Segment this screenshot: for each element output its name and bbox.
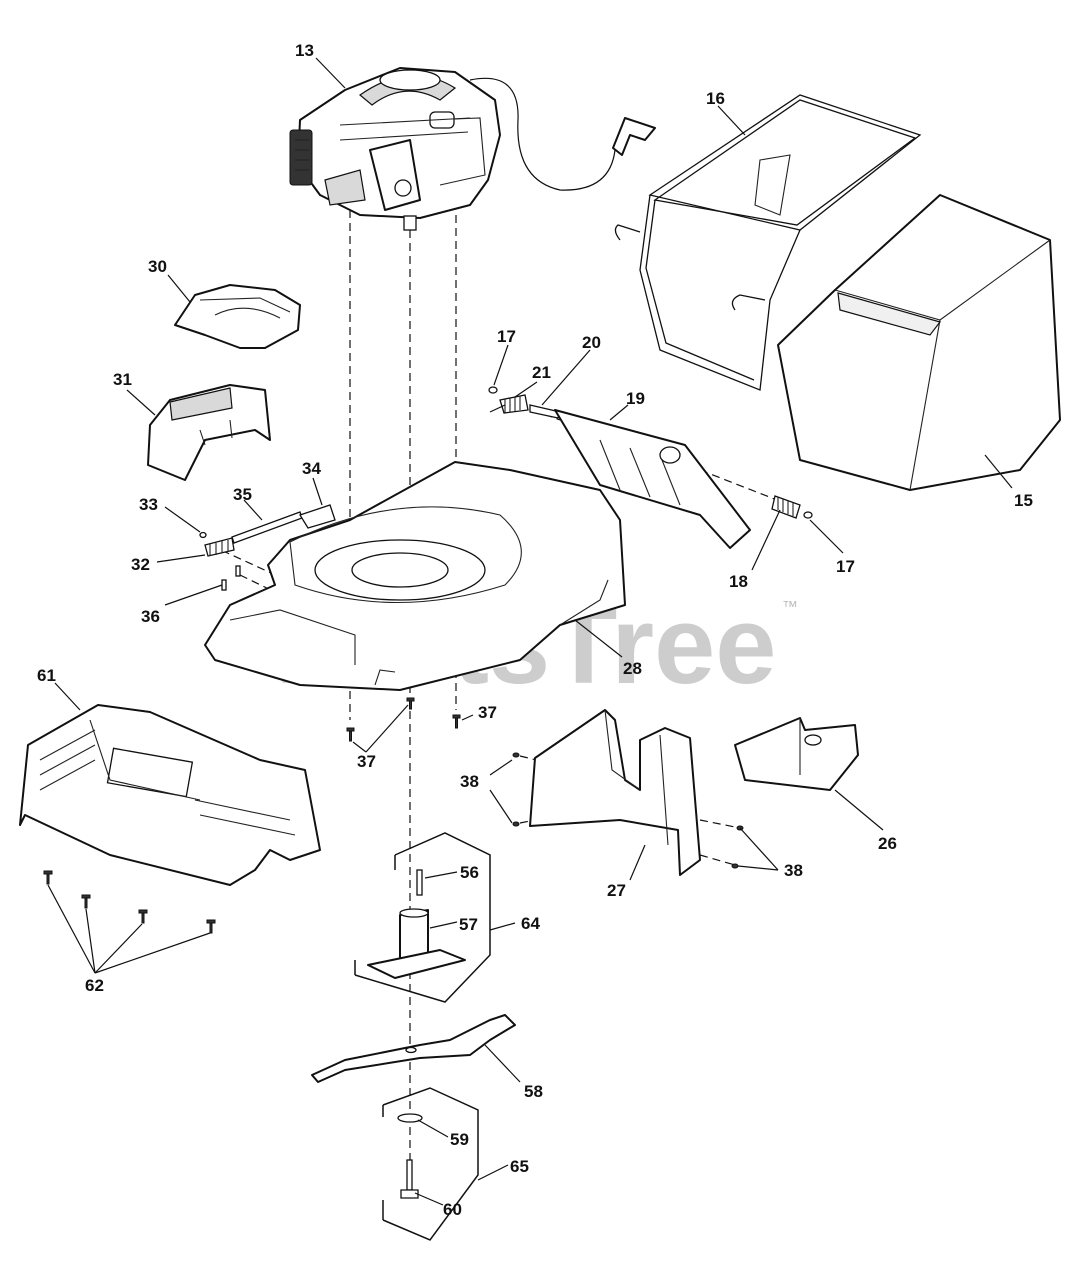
blade-bolt-assembly-box bbox=[382, 1087, 479, 1241]
callout-19: 19 bbox=[626, 389, 645, 408]
discharge-chute-part bbox=[147, 384, 271, 481]
side-discharge-deflector-part bbox=[734, 717, 859, 791]
callout-13: 13 bbox=[295, 41, 314, 60]
callout-18: 18 bbox=[729, 572, 748, 591]
callout-20: 20 bbox=[582, 333, 601, 352]
rear-door-assembly-part bbox=[488, 386, 813, 549]
callout-16: 16 bbox=[706, 89, 725, 108]
callout-27: 27 bbox=[607, 881, 626, 900]
deck-bolts-part bbox=[346, 697, 461, 742]
callout-56: 56 bbox=[460, 863, 479, 882]
callout-21: 21 bbox=[532, 363, 551, 382]
callout-31: 31 bbox=[113, 370, 132, 389]
callout-30: 30 bbox=[148, 257, 167, 276]
callout-36: 36 bbox=[141, 607, 160, 626]
callout-37-bottom: 37 bbox=[357, 752, 376, 771]
rear-cover-part bbox=[174, 284, 301, 349]
callout-35: 35 bbox=[233, 485, 252, 504]
callout-64: 64 bbox=[521, 914, 540, 933]
height-adjust-hardware-part bbox=[199, 504, 336, 591]
mulch-plug-part bbox=[529, 709, 701, 876]
callout-57: 57 bbox=[459, 915, 478, 934]
callout-17-right: 17 bbox=[836, 557, 855, 576]
grass-bag-frame-part bbox=[614, 94, 922, 391]
leader-lines bbox=[47, 57, 1013, 1206]
callout-65: 65 bbox=[510, 1157, 529, 1176]
callout-33: 33 bbox=[139, 495, 158, 514]
blade-adapter-assembly-box bbox=[354, 832, 491, 1003]
callout-17-top: 17 bbox=[497, 327, 516, 346]
engine-part bbox=[289, 67, 656, 231]
top-cover-part bbox=[19, 704, 321, 886]
blade-part bbox=[311, 1014, 516, 1083]
mower-deck-part bbox=[204, 461, 626, 691]
callout-37-right: 37 bbox=[478, 703, 497, 722]
callout-38-right: 38 bbox=[784, 861, 803, 880]
callout-15: 15 bbox=[1014, 491, 1033, 510]
callout-38-left: 38 bbox=[460, 772, 479, 791]
callout-59: 59 bbox=[450, 1130, 469, 1149]
callout-58: 58 bbox=[524, 1082, 543, 1101]
callout-61: 61 bbox=[37, 666, 56, 685]
callout-32: 32 bbox=[131, 555, 150, 574]
callout-60: 60 bbox=[443, 1200, 462, 1219]
callout-62: 62 bbox=[85, 976, 104, 995]
watermark-trademark: ™ bbox=[782, 599, 798, 616]
grass-bag-part bbox=[777, 194, 1061, 491]
callout-34: 34 bbox=[302, 459, 321, 478]
callout-labels: 13 16 30 17 20 21 19 31 15 34 33 35 32 1… bbox=[37, 41, 1033, 1219]
callout-28: 28 bbox=[623, 659, 642, 678]
callout-26: 26 bbox=[878, 834, 897, 853]
screws-part bbox=[43, 870, 216, 934]
